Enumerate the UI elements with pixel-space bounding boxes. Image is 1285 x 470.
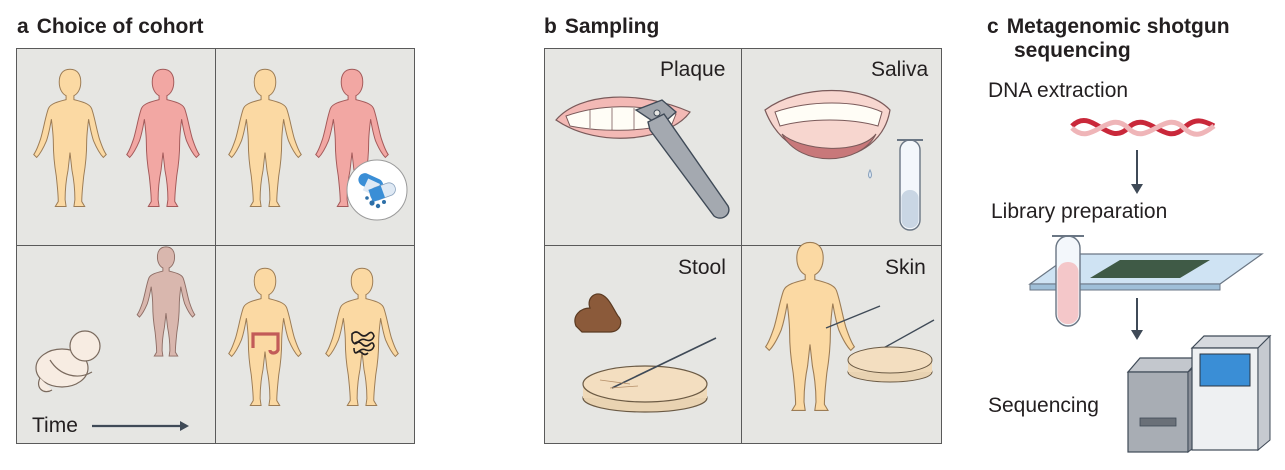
cell-label-plaque: Plaque <box>660 58 726 81</box>
small-intestine-icon <box>351 331 375 356</box>
panel-c-title: c Metagenomic shotgun sequencing <box>987 15 1230 63</box>
panel-b-title-text: Sampling <box>564 15 660 38</box>
arrow-dna-to-library <box>1131 150 1143 194</box>
panel-a-title-text: Choice of cohort <box>36 15 204 38</box>
step-dna-extraction: DNA extraction <box>988 79 1129 102</box>
panel-c-letter: c <box>987 15 999 38</box>
step-library-preparation: Library preparation <box>991 200 1168 223</box>
cell-label-saliva: Saliva <box>871 58 929 81</box>
petri-dish-skin-icon <box>847 346 933 383</box>
library-tube-icon <box>1052 235 1084 327</box>
arrow-library-to-sequencing <box>1131 298 1143 340</box>
colon-outline <box>251 332 280 355</box>
cohort-grid-vline <box>215 48 216 444</box>
time-label: Time <box>32 414 78 437</box>
panel-b-letter: b <box>544 15 557 38</box>
panel-a-letter: a <box>17 15 29 38</box>
cell-label-skin: Skin <box>885 256 926 279</box>
baby-figure <box>35 330 101 393</box>
dna-helix-icon <box>1070 118 1216 137</box>
cohort-grid-hline <box>16 245 415 246</box>
panel-a-title: a Choice of cohort <box>17 15 204 39</box>
petri-dish-stool-icon <box>582 337 717 413</box>
step-sequencing: Sequencing <box>988 394 1099 417</box>
panel-c-title-line2: sequencing <box>1014 39 1131 62</box>
scraper-tool-icon <box>634 99 730 219</box>
sampling-grid-vline <box>741 48 742 444</box>
sampling-grid-hline <box>544 245 942 246</box>
cell-label-stool: Stool <box>678 256 726 279</box>
saliva-mouth-icon <box>764 90 891 179</box>
medication-icon <box>346 159 408 221</box>
panel-b-title: b Sampling <box>544 15 659 39</box>
test-tube-icon <box>897 139 923 231</box>
stool-icon <box>574 293 622 333</box>
panel-c-title-line1: Metagenomic shotgun <box>1006 15 1230 38</box>
sequencer-instrument-icon <box>1126 334 1272 453</box>
time-arrow <box>92 421 189 431</box>
